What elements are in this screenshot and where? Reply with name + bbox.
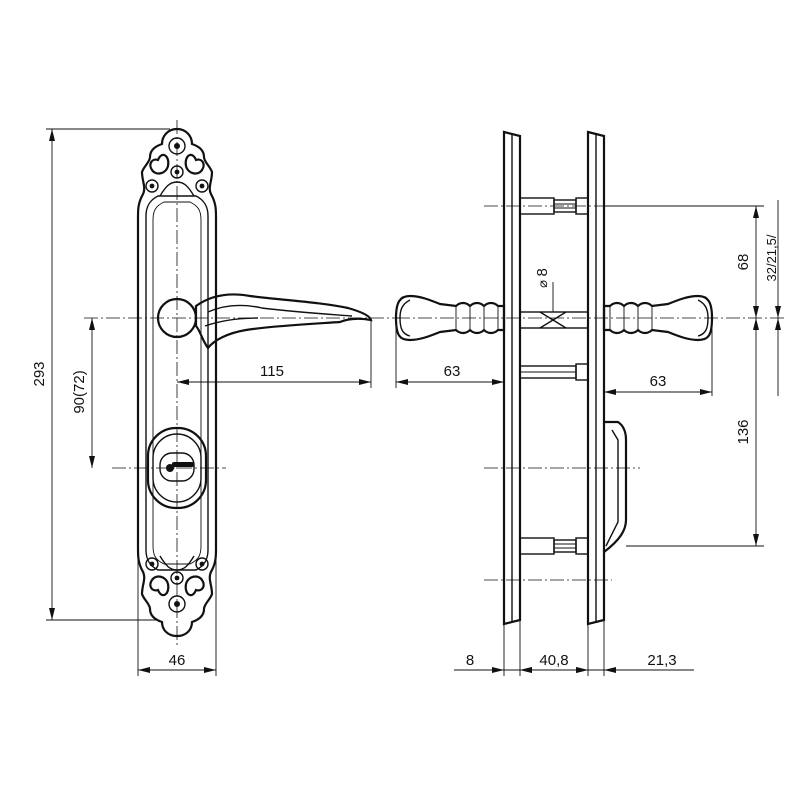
- dim-46-label: 46: [169, 652, 186, 669]
- dim-32-21-5-label: 32/21,5/: [764, 234, 779, 281]
- dim-293-label: 293: [31, 361, 48, 386]
- cylinder-housing: [603, 420, 628, 553]
- dim-8-label: 8: [466, 652, 474, 669]
- dim-63-left-label: 63: [444, 363, 461, 380]
- handle-plate-outline: [136, 127, 218, 638]
- front-view: 293 90(72) 115 46: [31, 120, 400, 676]
- dim-21-3-label: 21,3: [647, 652, 676, 669]
- lever-handle: [156, 293, 373, 350]
- dim-136-label: 136: [735, 419, 752, 444]
- dim-115-label: 115: [260, 363, 284, 380]
- dim-68-label: 68: [735, 254, 752, 271]
- dim-40-8-label: 40,8: [539, 652, 568, 669]
- dim-90-72-label: 90(72): [71, 370, 88, 413]
- dim-spindle-label: ⌀ 8: [534, 268, 551, 288]
- bottom-bolt: [519, 537, 589, 555]
- middle-bolt: [519, 363, 589, 381]
- handle-plate-inner-border: [145, 195, 209, 571]
- dim-63-right-label: 63: [650, 373, 667, 390]
- side-view: 63 63 68 136 32/21,5/ ⌀ 8 8 40,8: [394, 130, 784, 676]
- spindle: [519, 282, 589, 329]
